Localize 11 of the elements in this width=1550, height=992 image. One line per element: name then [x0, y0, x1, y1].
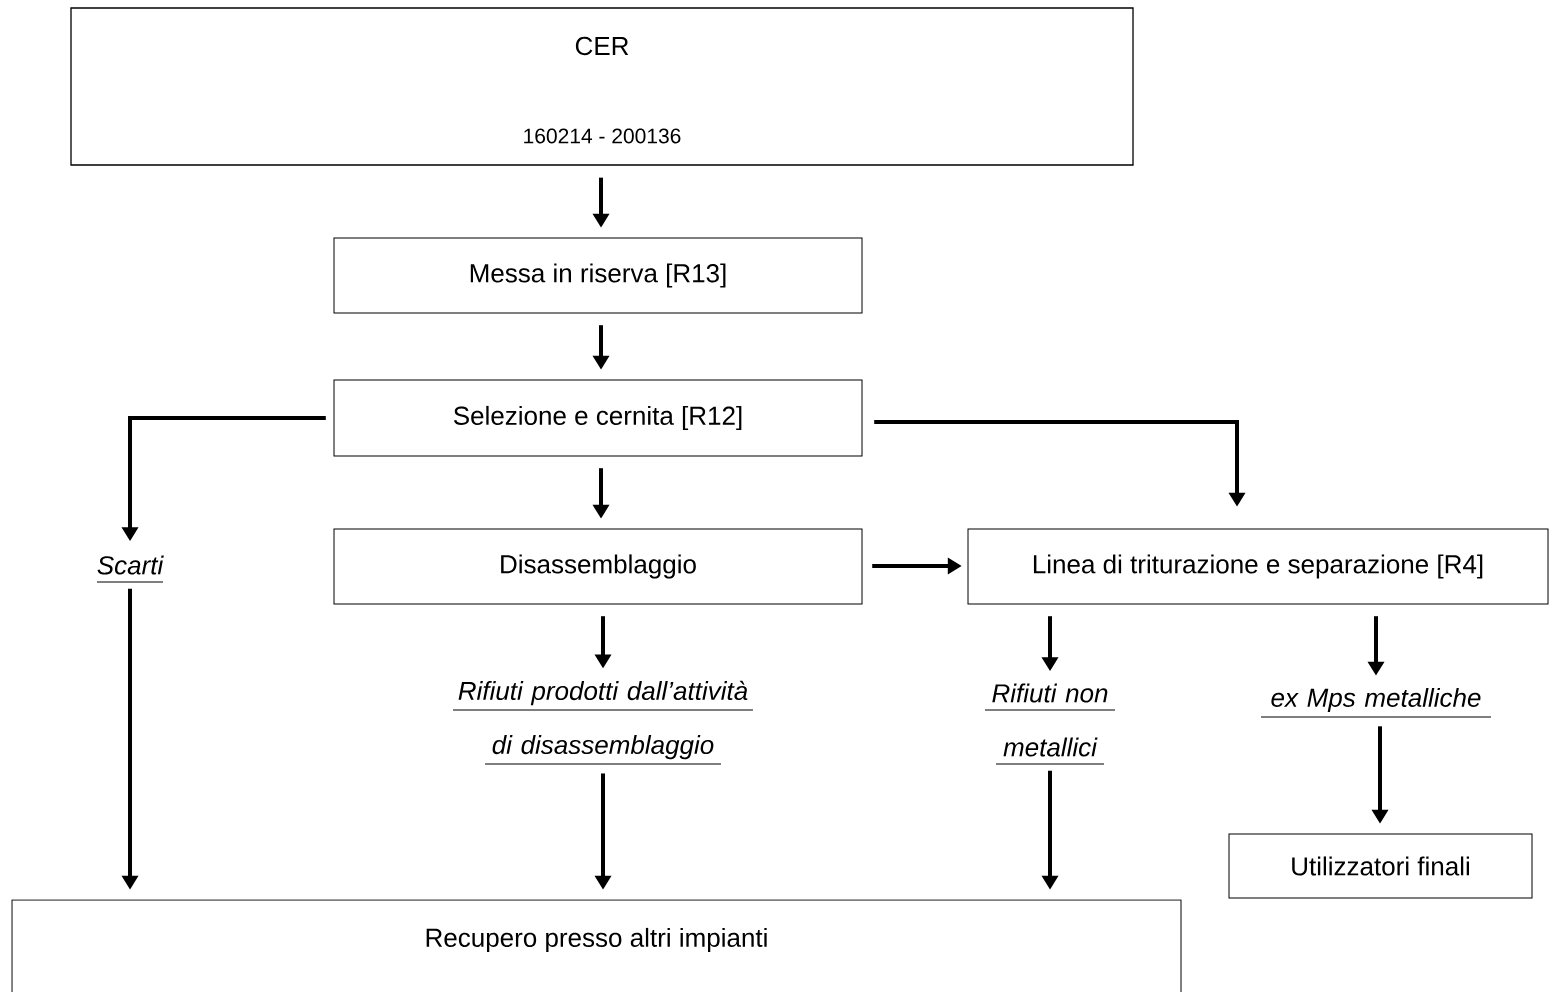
process-box: Disassemblaggio: [333, 528, 863, 605]
process-box: Recupero presso altri impianti: [11, 899, 1182, 992]
heading-box: CER 160214 - 200136: [70, 7, 1134, 166]
process-box: Linea di triturazione e separazione [R4]: [967, 528, 1549, 605]
process-box: Messa in riserva [R13]: [333, 237, 863, 314]
process-box: Utilizzatori finali: [1228, 833, 1533, 899]
output-label: Scarti: [96, 555, 164, 583]
output-label: Rifiuti non metallici: [984, 683, 1116, 765]
process-box: Selezione e cernita [R12]: [333, 379, 863, 457]
output-label: Rifiuti prodotti dall’attività di disassemblaggio: [452, 680, 754, 765]
output-label: ex Mps metalliche: [1260, 687, 1492, 718]
